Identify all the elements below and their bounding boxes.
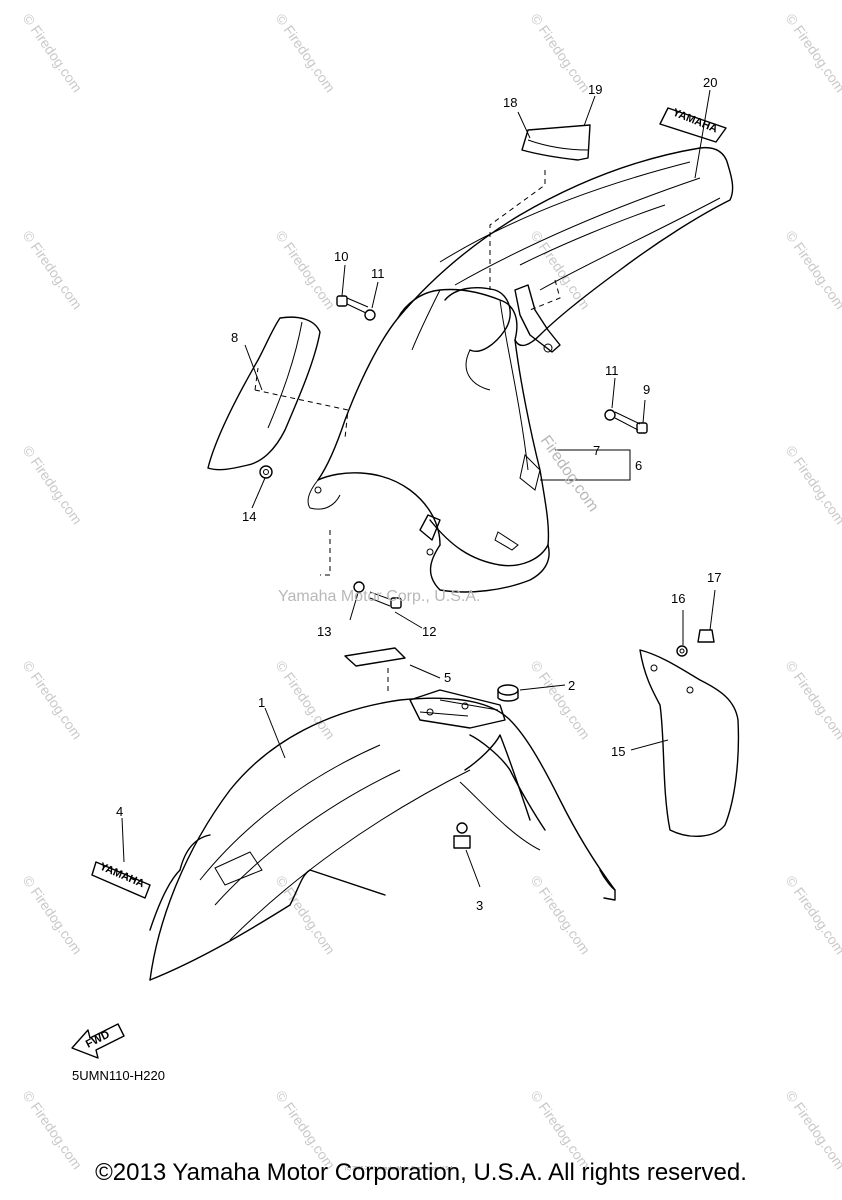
callout-numbers: 1 2 3 4 5 6 7 8 9 10 11 11 12 13 14 15 1… <box>116 75 721 913</box>
watermark: © Firedog.com <box>528 658 594 743</box>
callout-5: 5 <box>444 670 451 685</box>
watermark: © Firedog.com <box>783 873 842 958</box>
watermark: © Firedog.com <box>20 443 86 528</box>
decals-rear: YAMAHA <box>521 107 727 161</box>
site-stamp: Firedog.com <box>537 433 602 516</box>
callout-6: 6 <box>635 458 642 473</box>
tiny-notice: (c) 2005-2016 Yamaha Motor Corporation, … <box>345 1166 455 1172</box>
watermark: © Firedog.com <box>783 228 842 313</box>
callout-8: 8 <box>231 330 238 345</box>
rear-decal-text: YAMAHA <box>671 107 719 136</box>
callout-4: 4 <box>116 804 123 819</box>
callout-19: 19 <box>588 82 602 97</box>
watermark: © Firedog.com <box>528 11 594 96</box>
callout-3: 3 <box>476 898 483 913</box>
callout-11a: 11 <box>371 266 385 281</box>
fasteners-lower <box>453 629 715 849</box>
callout-9: 9 <box>643 382 650 397</box>
watermark: © Firedog.com <box>528 873 594 958</box>
watermark: © Firedog.com <box>783 443 842 528</box>
dashed-guides <box>254 170 561 695</box>
watermark: © Firedog.com <box>20 228 86 313</box>
side-cover-8 <box>207 316 321 471</box>
front-decal: YAMAHA <box>91 861 151 899</box>
watermark: © Firedog.com <box>20 873 86 958</box>
watermark: © Firedog.com <box>20 658 86 743</box>
callout-2: 2 <box>568 678 575 693</box>
watermark: © Firedog.com <box>273 11 339 96</box>
watermark: © Firedog.com <box>273 228 339 313</box>
callout-15: 15 <box>611 744 625 759</box>
callout-11b: 11 <box>605 363 619 378</box>
callout-14: 14 <box>242 509 256 524</box>
callout-20: 20 <box>703 75 717 90</box>
callout-7: 7 <box>593 443 600 458</box>
watermark: © Firedog.com <box>528 228 594 313</box>
callout-1: 1 <box>258 695 265 710</box>
watermark: © Firedog.com <box>20 11 86 96</box>
fwd-arrow-icon: FWD <box>71 1023 125 1059</box>
watermark: © Firedog.com <box>783 11 842 96</box>
callout-10: 10 <box>334 249 348 264</box>
watermark: © Firedog.com <box>273 873 339 958</box>
center-watermark: Yamaha Motor Corp., U.S.A. <box>278 588 480 605</box>
fasteners-upper <box>259 295 648 609</box>
rear-fender <box>307 146 734 593</box>
pad-5 <box>344 647 406 667</box>
callout-17: 17 <box>707 570 721 585</box>
front-decal-text: YAMAHA <box>98 861 146 891</box>
part-code: 5UMN110-H220 <box>72 1068 165 1083</box>
callout-13: 13 <box>317 624 331 639</box>
leader-lines <box>121 89 716 888</box>
copyright-footer: ©2013 Yamaha Motor Corporation, U.S.A. A… <box>95 1159 747 1186</box>
callout-16: 16 <box>671 591 685 606</box>
callout-18: 18 <box>503 95 517 110</box>
front-fender <box>149 689 616 981</box>
callout-12: 12 <box>422 624 436 639</box>
guard-15 <box>639 649 740 837</box>
watermark: © Firedog.com <box>783 658 842 743</box>
